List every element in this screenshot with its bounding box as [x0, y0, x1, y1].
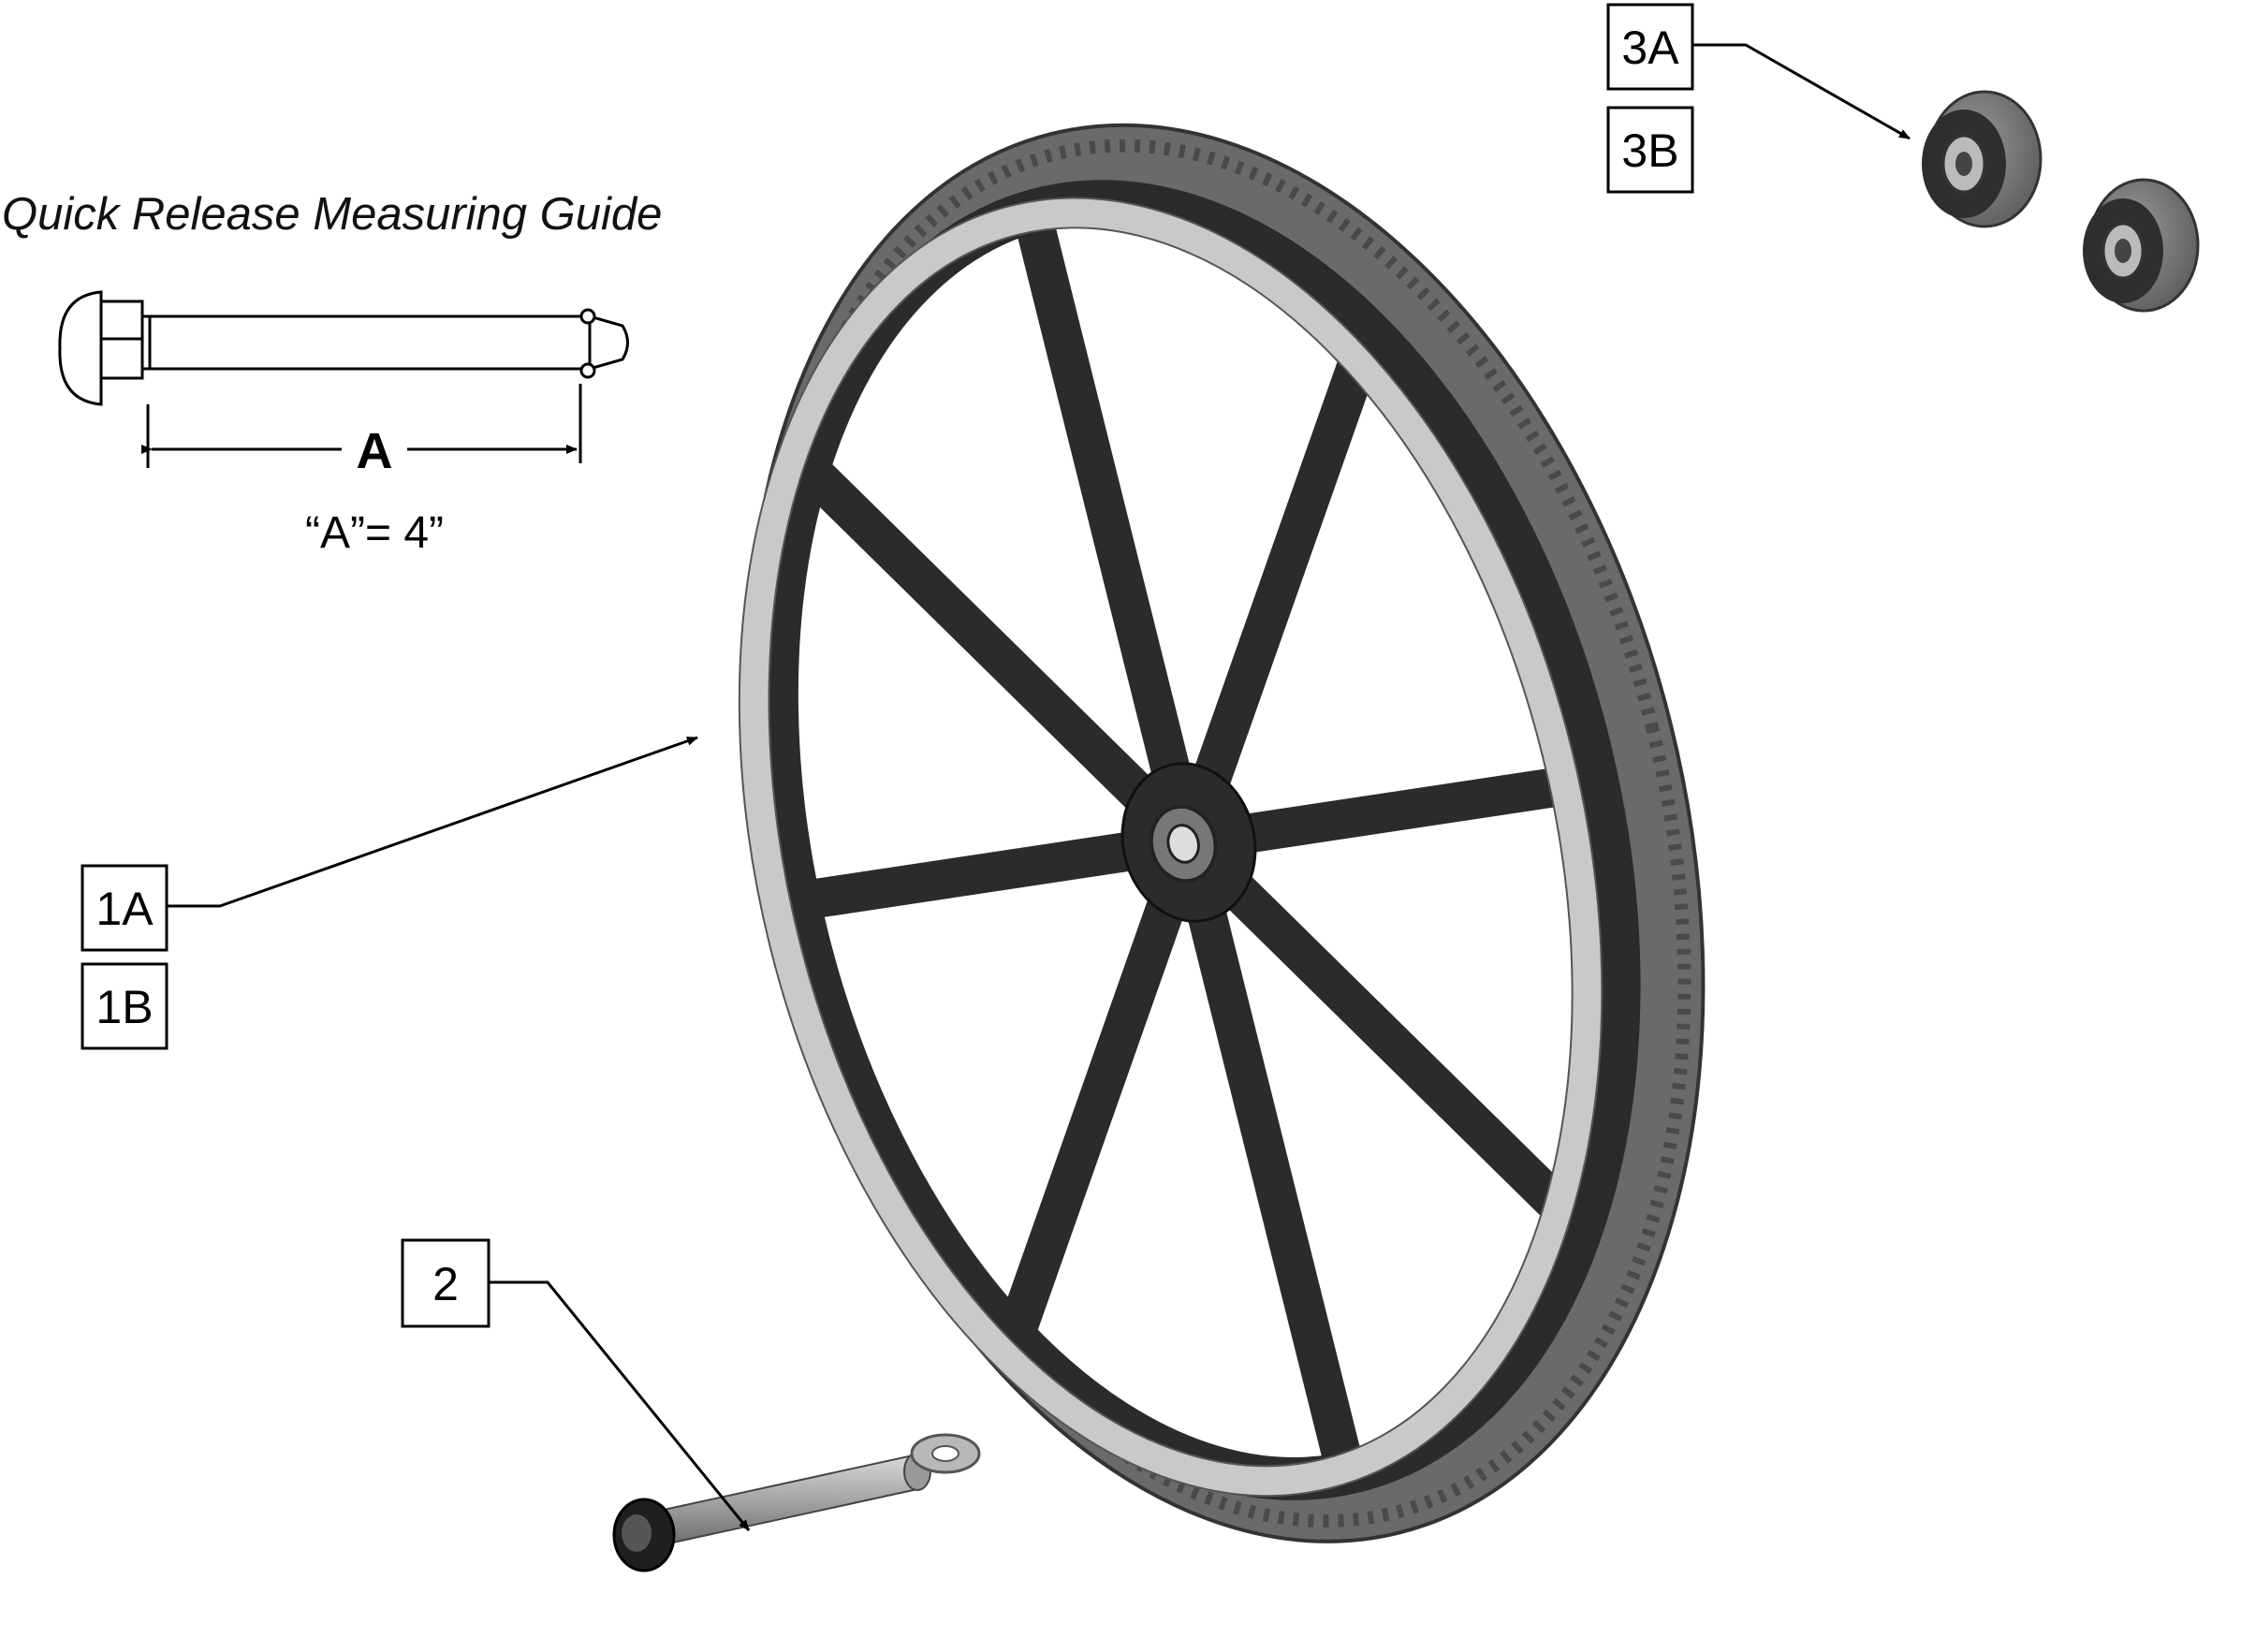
callout-2: 2: [401, 1238, 491, 1328]
callout-3a: 3A: [1606, 3, 1694, 91]
dimension-a: [141, 384, 582, 468]
callout-1b: 1B: [81, 962, 168, 1050]
leader-1a: [167, 736, 698, 908]
callout-3a-label: 3A: [1621, 22, 1679, 74]
callout-2-label: 2: [432, 1258, 459, 1310]
dimension-note: “A”= 4”: [305, 508, 444, 558]
callout-1b-label: 1B: [95, 981, 153, 1033]
handrim: [739, 197, 1603, 1497]
quick-release-axle: [612, 1433, 981, 1572]
callout-3b: 3B: [1606, 106, 1694, 194]
leader-3a: [1692, 43, 1911, 140]
measuring-guide: Quick Release Measuring Guide A “A”= 4”: [2, 189, 662, 558]
wheel: [738, 123, 1706, 1543]
bearing-2: [2083, 178, 2200, 313]
quick-release-pin-drawing: [58, 290, 629, 406]
callout-1a-label: 1A: [95, 883, 154, 935]
bearing-1: [1922, 90, 2043, 228]
hub-bore: [1166, 824, 1200, 864]
guide-title: Quick Release Measuring Guide: [2, 189, 662, 240]
leader-2: [489, 1280, 751, 1531]
dimension-letter: A: [357, 423, 393, 479]
callout-3b-label: 3B: [1621, 124, 1678, 177]
handrim-inner-edge: [768, 227, 1574, 1468]
callout-1a: 1A: [81, 864, 168, 952]
